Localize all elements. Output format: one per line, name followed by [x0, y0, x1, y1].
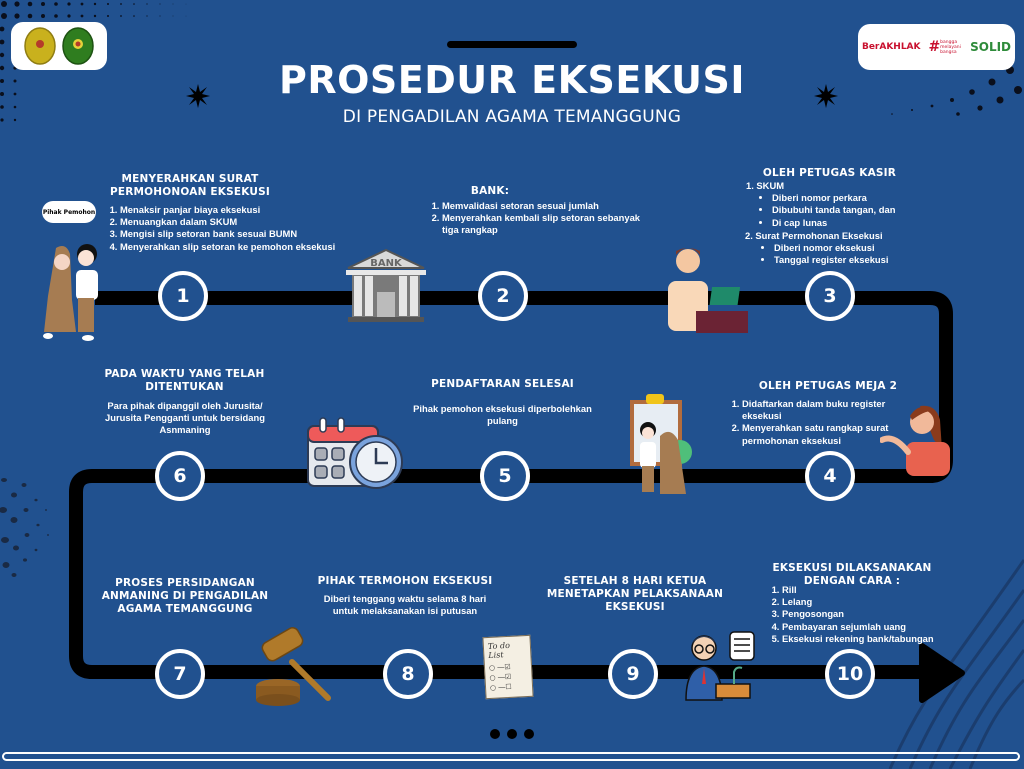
step-3-circle: 3 — [805, 271, 855, 321]
step-9-title: SETELAH 8 HARI KETUA MENETAPKAN PELAKSAN… — [546, 575, 724, 613]
step-2-circle: 2 — [478, 271, 528, 321]
gavel-icon — [256, 627, 331, 706]
starburst-icon — [814, 84, 838, 108]
step-6-text: Para pihak dipanggil oleh Jurusita/ Juru… — [105, 400, 265, 436]
page-title: PROSEDUR EKSEKUSI — [278, 58, 745, 102]
step-1-title: MENYERAHKAN SURAT PERMOHONOAN EKSEKUSI — [109, 173, 271, 198]
pagination-dot — [490, 729, 500, 739]
step-9-circle: 9 — [608, 649, 658, 699]
clipboard-couple-illustration — [630, 394, 692, 494]
step-2-title: BANK: — [470, 185, 510, 197]
step-1-circle: 1 — [158, 271, 208, 321]
step-4-title: OLEH PETUGAS MEJA 2 — [758, 380, 898, 392]
step-3-bullet: Diberi nomor eksekusi — [774, 242, 925, 254]
step-1-list: Menaksir panjar biaya eksekusi Menuangka… — [106, 204, 351, 253]
step-10-item: Pengosongan — [782, 608, 948, 620]
step-5-circle: 5 — [480, 451, 530, 501]
court-emblem-icon — [24, 27, 94, 65]
step-7-circle: 7 — [155, 649, 205, 699]
step-5-title: PENDAFTARAN SELESAI — [431, 378, 574, 390]
halftone-dots-decoration — [0, 1, 187, 122]
officer-woman-illustration — [880, 405, 950, 476]
step-8-circle: 8 — [383, 649, 433, 699]
pihak-pemohon-cloud: Pihak Pemohon — [42, 201, 96, 223]
step-7-title: PROSES PERSIDANGAN ANMANING DI PENGADILA… — [101, 577, 269, 615]
cashier-illustration — [668, 248, 748, 333]
halftone-wave-decoration — [0, 478, 49, 577]
step-10-circle: 10 — [825, 649, 875, 699]
berakhlak-logo: BerAKHLAK — [861, 42, 921, 52]
step-2-item: Menyerahkan kembali slip setoran sebanya… — [442, 212, 653, 236]
step-1-item: Menyerahkan slip setoran ke pemohon ekse… — [120, 241, 351, 253]
bangga-melayani-logo: # bangga melayani bangsa — [928, 39, 961, 55]
step-3-bullet: Dibubuhi tanda tangan, dan — [772, 204, 925, 216]
step-10-item: Lelang — [782, 596, 948, 608]
step-2-item: Memvalidasi setoran sesuai jumlah — [442, 200, 653, 212]
step-10-item: Pembayaran sejumlah uang — [782, 621, 948, 633]
title-top-bar — [447, 41, 577, 48]
step-2-list: Memvalidasi setoran sesuai jumlah Menyer… — [428, 200, 653, 237]
solid-logo: SOLID — [970, 40, 1012, 54]
step-3-group-label: 1. SKUM — [746, 180, 785, 191]
step-5-text: Pihak pemohon eksekusi diperbolehkan pul… — [413, 403, 592, 427]
step-3-bullet: Tanggal register eksekusi — [774, 254, 925, 266]
bottom-frame-bar — [2, 752, 1020, 761]
pagination-dot — [524, 729, 534, 739]
step-6-circle: 6 — [155, 451, 205, 501]
step-4-item: Menyerahkan satu rangkap surat permohona… — [742, 422, 903, 446]
starburst-icon — [186, 84, 210, 108]
judge-speaker-illustration — [685, 631, 755, 701]
step-1-item: Menuangkan dalam SKUM — [120, 216, 351, 228]
step-6-title: PADA WAKTU YANG TELAH DITENTUKAN — [104, 368, 265, 393]
step-10-item: Eksekusi rekening bank/tabungan — [782, 633, 948, 645]
step-10-item: Rill — [782, 584, 948, 596]
svg-text:BANK: BANK — [370, 258, 403, 269]
todo-list-icon: To do List ○ ―☑○ ―☑○ ―☐ — [482, 634, 534, 700]
step-3-title: OLEH PETUGAS KASIR — [762, 167, 897, 179]
step-3-list: 1. SKUM Diberi nomor perkara Dibubuhi ta… — [745, 180, 925, 266]
calendar-clock-icon — [307, 417, 403, 489]
step-3-group-label: 2. Surat Permohonan Eksekusi — [745, 229, 883, 241]
step-1-item: Menaksir panjar biaya eksekusi — [120, 204, 351, 216]
page-subtitle: DI PENGADILAN AGAMA TEMANGGUNG — [342, 107, 682, 127]
step-8-title: PIHAK TERMOHON EKSEKUSI — [317, 575, 493, 587]
couple-illustration — [43, 244, 98, 341]
step-3-bullet: Diberi nomor perkara — [772, 192, 925, 204]
step-4-circle: 4 — [805, 451, 855, 501]
program-logos-panel: BerAKHLAK # bangga melayani bangsa SOLID — [858, 24, 1015, 70]
step-10-title: EKSEKUSI DILAKSANAKAN DENGAN CARA : — [772, 562, 932, 587]
step-4-list: Didaftarkan dalam buku register eksekusi… — [728, 398, 903, 447]
step-10-list: Rill Lelang Pengosongan Pembayaran sejum… — [768, 584, 948, 645]
step-4-item: Didaftarkan dalam buku register eksekusi — [742, 398, 903, 422]
step-3-bullet: Di cap lunas — [772, 217, 925, 229]
pagination-dot — [507, 729, 517, 739]
step-8-text: Diberi tenggang waktu selama 8 hari untu… — [323, 593, 487, 617]
bank-building-icon: BANK — [346, 248, 426, 322]
step-1-item: Mengisi slip setoran bank sesuai BUMN — [120, 228, 351, 240]
court-logos-panel — [11, 22, 107, 70]
